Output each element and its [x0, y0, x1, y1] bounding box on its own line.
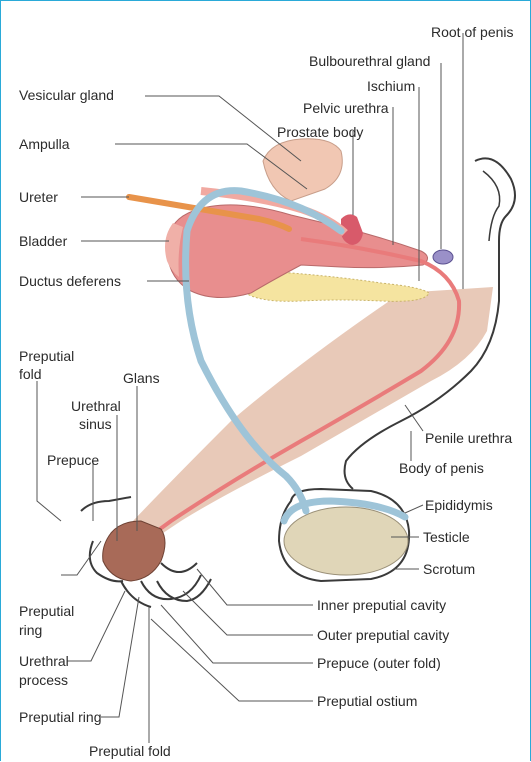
urethral-process-label-1: Urethral — [19, 653, 69, 669]
preputial-ring-left-label-1: Preputial — [19, 603, 74, 619]
ductus-deferens-label: Ductus deferens — [19, 273, 121, 289]
testicle-shape — [284, 507, 408, 575]
outer-preputial-cavity-label: Outer preputial cavity — [317, 627, 449, 643]
bulbourethral-gland-label: Bulbourethral gland — [309, 53, 430, 69]
pelvic-urethra-label: Pelvic urethra — [303, 100, 389, 116]
prepuce-label: Prepuce — [47, 452, 99, 468]
inner-preputial-cavity-label: Inner preputial cavity — [317, 597, 446, 613]
penile-urethra-label: Penile urethra — [425, 430, 512, 446]
ischium-label: Ischium — [367, 78, 415, 94]
urethral-sinus-label-2: sinus — [79, 416, 112, 432]
urethral-process-label-2: process — [19, 672, 68, 688]
body-of-penis-label: Body of penis — [399, 460, 484, 476]
preputial-fold-top-label-2: fold — [19, 366, 42, 382]
ureter-label: Ureter — [19, 189, 58, 205]
epididymis-label: Epididymis — [425, 497, 493, 513]
vesicular-gland-label: Vesicular gland — [19, 87, 114, 103]
preputial-ostium-label: Preputial ostium — [317, 693, 417, 709]
preputial-fold-top-label-1: Preputial — [19, 348, 74, 364]
preputial-ring-bottom-label: Preputial ring — [19, 709, 102, 725]
preputial-ostium-shape — [157, 579, 211, 601]
root-outline — [483, 171, 500, 241]
testicle-label: Testicle — [423, 529, 470, 545]
bladder-label: Bladder — [19, 233, 68, 249]
glans-label: Glans — [123, 370, 160, 386]
vesicular-gland-shape — [263, 139, 342, 201]
preputial-fold-bottom-label: Preputial fold — [89, 743, 171, 759]
prostate-body-label: Prostate body — [277, 124, 363, 140]
root-of-penis-label: Root of penis — [431, 24, 514, 40]
glans-shape — [103, 521, 165, 581]
preputial-ring-left-label-2: ring — [19, 622, 42, 638]
bulbourethral-gland-shape — [433, 250, 453, 264]
ampulla-label: Ampulla — [19, 136, 70, 152]
urethral-sinus-label-1: Urethral — [71, 398, 121, 414]
prepuce-outer-fold-label: Prepuce (outer fold) — [317, 655, 441, 671]
scrotum-label: Scrotum — [423, 561, 475, 577]
